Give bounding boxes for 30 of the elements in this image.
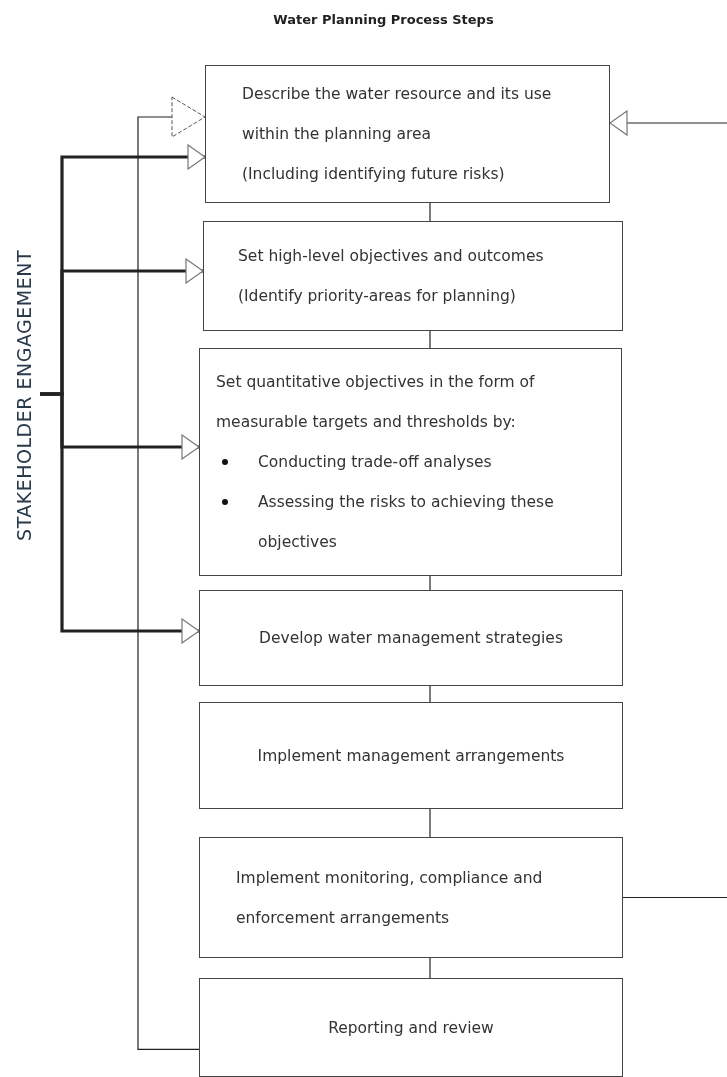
connector-line [429, 202, 431, 222]
step-text: (Identify priority-areas for planning) [238, 286, 516, 307]
connector-line [622, 896, 727, 899]
connector-line [429, 957, 431, 979]
process-box [199, 348, 622, 576]
arrow [137, 96, 206, 1050]
arrow [40, 392, 200, 644]
bullet-item: Assessing the risks to achieving these objectives [216, 482, 607, 562]
connector-line [429, 808, 431, 838]
process-box [199, 702, 623, 809]
connector-line [429, 330, 431, 349]
step-text: Set high-level objectives and outcomes [238, 246, 544, 267]
bullet-item: Conducting trade-off analyses [216, 442, 607, 482]
arrow [609, 110, 727, 136]
process-box [203, 221, 623, 331]
step-text: Develop water management strategies [259, 628, 563, 649]
step-text: Implement monitoring, compliance and enforcement arrangements [236, 867, 544, 929]
connector-line [429, 685, 431, 703]
step-text: (Including identifying future risks) [242, 164, 505, 185]
step-text: Implement management arrangements [257, 745, 565, 767]
side-label: STAKEHOLDER ENGAGEMENT [13, 249, 35, 541]
process-box [205, 65, 610, 203]
connector-line [429, 575, 431, 591]
title: Water Planning Process Steps [273, 12, 494, 27]
step-text: Describe the water resource and its use within the planning area [242, 84, 553, 145]
process-box [199, 590, 623, 686]
step-text: Reporting and review [328, 1017, 494, 1039]
step-text: Set quantitative objectives in the form of measurable targets and thresholds by: [216, 372, 536, 433]
process-box [199, 978, 623, 1077]
process-box [199, 837, 623, 958]
